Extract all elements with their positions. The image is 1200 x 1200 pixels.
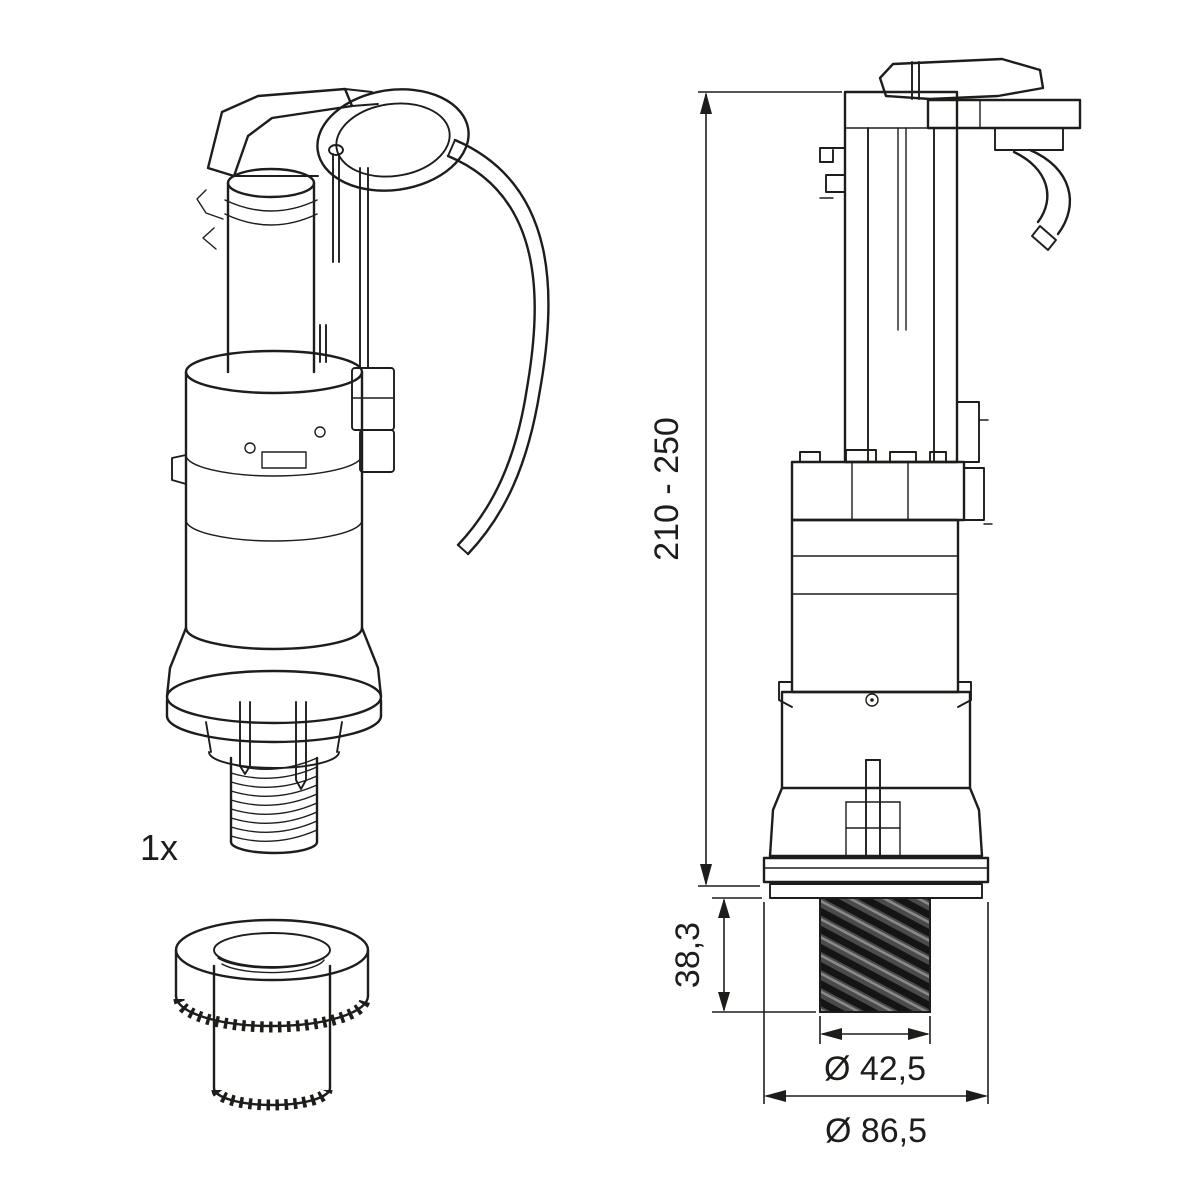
flush-lever-assembly [196, 87, 470, 369]
side-view-lever [878, 57, 1082, 151]
valve-base-flange [165, 626, 383, 790]
side-view-cylinder [790, 518, 960, 694]
quantity-label: 1x [140, 827, 178, 868]
dimension-label-overall-height: 210 - 250 [648, 417, 686, 561]
dimension-annotations: 210 - 250 38,3 Ø 42,5 Ø 86,5 [648, 91, 989, 1150]
side-view-column [819, 90, 989, 464]
side-view-flange [762, 856, 990, 899]
locknut [173, 918, 371, 1111]
flush-valve-perspective-view [165, 87, 550, 855]
dimension-flange-diameter: Ø 86,5 [763, 902, 989, 1150]
dimension-label-thread-diameter: Ø 42,5 [824, 1050, 926, 1088]
dimension-label-thread-length: 38,3 [669, 922, 707, 988]
dimension-thread-length: 38,3 [669, 897, 816, 1013]
dimension-overall-height: 210 - 250 [648, 91, 842, 887]
side-view-cable [1012, 148, 1072, 251]
dimension-thread-diameter: Ø 42,5 [819, 1016, 931, 1088]
flush-cable [446, 138, 550, 556]
side-view-outlet-thread [819, 897, 931, 1013]
adjustment-clamp [351, 367, 395, 473]
side-view-lower-body [778, 681, 972, 857]
side-view-collar [790, 449, 993, 525]
outlet-thread [205, 721, 343, 855]
side-view-base-bell [768, 786, 984, 858]
flush-valve-side-view [762, 57, 1082, 1013]
valve-body [171, 349, 364, 651]
overflow-tube [224, 167, 318, 374]
dimension-label-flange-diameter: Ø 86,5 [825, 1112, 927, 1150]
